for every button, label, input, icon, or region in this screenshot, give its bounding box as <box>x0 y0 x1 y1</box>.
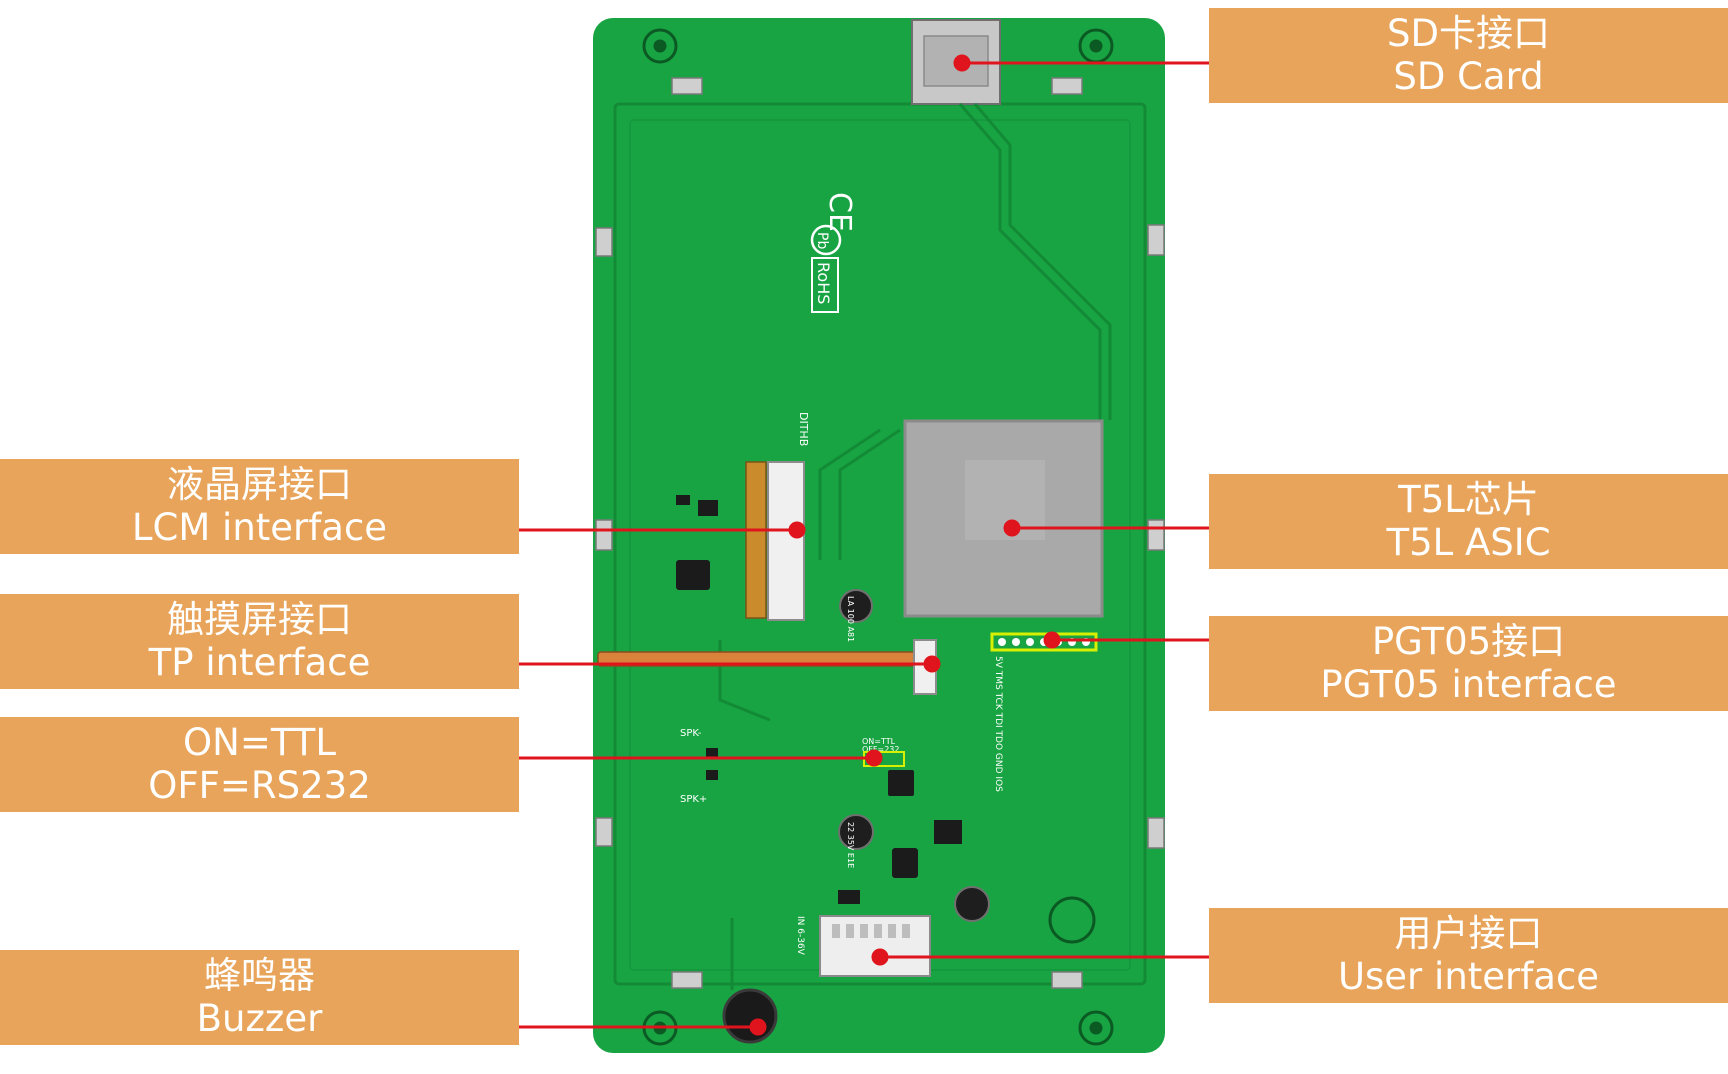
label-user-interface-zh: 用户接口 <box>1394 911 1543 955</box>
capacitor-c <box>954 886 990 922</box>
pb-mark: Pb <box>814 232 830 249</box>
label-buzzer-en: Buzzer <box>196 996 323 1040</box>
buzzer-component <box>722 988 778 1044</box>
label-t5l-asic-zh: T5L芯片 <box>1398 477 1539 521</box>
label-lcm-zh: 液晶屏接口 <box>167 462 352 506</box>
spk-plus-marking: SPK+ <box>680 794 707 805</box>
pcb-substrate <box>593 18 1165 1053</box>
svg-text:IN 6-36V: IN 6-36V <box>795 916 805 956</box>
dith-marking: DITHB <box>797 412 810 446</box>
label-tp: 触摸屏接口 TP interface <box>0 594 519 689</box>
label-user-interface-en: User interface <box>1337 954 1600 998</box>
label-sd-card-en: SD Card <box>1393 54 1544 98</box>
label-lcm: 液晶屏接口 LCM interface <box>0 459 519 554</box>
label-pgt05: PGT05接口 PGT05 interface <box>1209 616 1728 711</box>
label-tp-en: TP interface <box>148 640 371 684</box>
inspection-stamp <box>1048 896 1096 944</box>
label-t5l-asic: T5L芯片 T5L ASIC <box>1209 474 1728 569</box>
lcm-fpc-cable <box>745 461 767 619</box>
label-user-interface: 用户接口 User interface <box>1209 908 1728 1003</box>
svg-text:ON=TTL: ON=TTL <box>862 737 896 746</box>
label-ttl-switch-off: OFF=RS232 <box>148 763 371 807</box>
capacitor-b <box>838 814 874 850</box>
pcb-inner-outline <box>613 102 1147 986</box>
lcm-connector <box>767 461 805 621</box>
label-sd-card-zh: SD卡接口 <box>1387 11 1550 55</box>
edge-clips <box>595 77 1165 989</box>
label-sd-card: SD卡接口 SD Card <box>1209 8 1728 103</box>
label-pgt05-en: PGT05 interface <box>1320 662 1617 706</box>
spk-minus-marking: SPK- <box>680 728 702 739</box>
capacitor-a <box>839 589 873 623</box>
tp-fpc-cable <box>597 651 919 667</box>
label-ttl-switch-on: ON=TTL <box>183 720 336 764</box>
label-tp-zh: 触摸屏接口 <box>167 597 352 641</box>
svg-text:22 35V E1E: 22 35V E1E <box>846 822 855 868</box>
label-pgt05-zh: PGT05接口 <box>1371 619 1566 663</box>
svg-text:LA 100 A81: LA 100 A81 <box>846 596 855 642</box>
tp-connector <box>913 639 937 695</box>
label-buzzer: 蜂鸣器 Buzzer <box>0 950 519 1045</box>
rohs-mark: RoHS <box>814 262 833 304</box>
label-buzzer-zh: 蜂鸣器 <box>204 953 315 997</box>
pb-free-icon <box>810 224 842 256</box>
label-ttl-switch: ON=TTL OFF=RS232 <box>0 717 519 812</box>
label-lcm-en: LCM interface <box>131 505 388 549</box>
pcb-traces <box>718 103 1112 722</box>
svg-text:5V TMS TCK TDI TDO GND IOS: 5V TMS TCK TDI TDO GND IOS <box>993 656 1003 792</box>
label-t5l-asic-en: T5L ASIC <box>1386 520 1551 564</box>
